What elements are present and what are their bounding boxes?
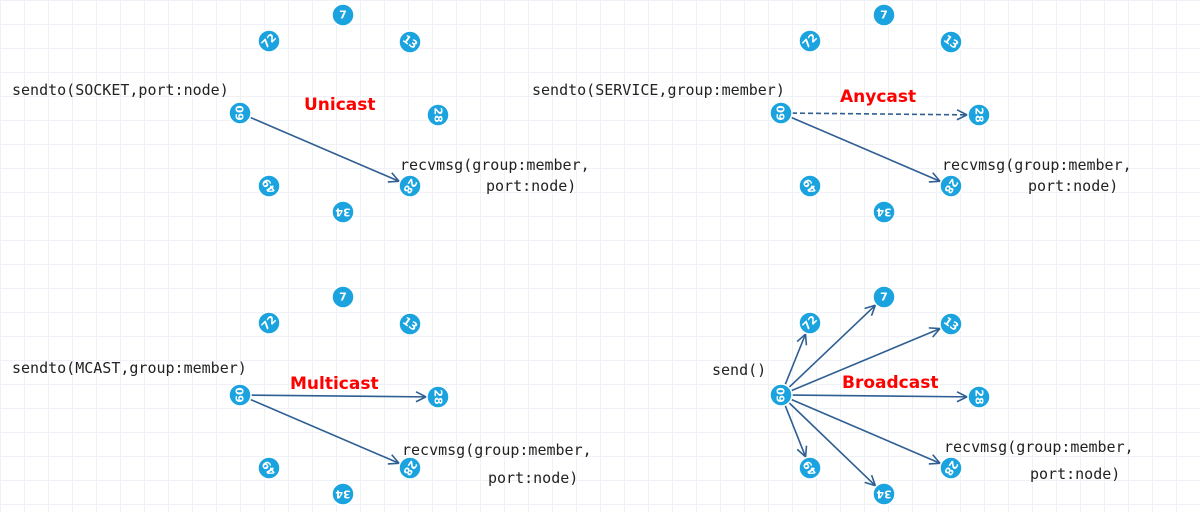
nodes-multicast: 7 13 28 28 34 49 60 72 — [228, 285, 450, 506]
svg-text:60: 60 — [775, 105, 788, 121]
anycast-node-49: 49 — [798, 174, 822, 198]
svg-text:60: 60 — [234, 387, 247, 403]
arrows-multicast — [249, 395, 426, 463]
svg-text:60: 60 — [234, 105, 247, 121]
multicast-node-34: 34 — [331, 482, 355, 506]
nodes-anycast: 7 13 28 28 34 49 60 72 — [769, 3, 991, 224]
nodes-broadcast: 7 13 28 28 34 49 60 72 — [769, 285, 991, 506]
unicast-recv-line2: port:node) — [486, 177, 576, 195]
multicast-arrow-60-to-28b — [249, 398, 399, 463]
svg-text:28: 28 — [973, 389, 986, 404]
svg-text:34: 34 — [876, 488, 892, 501]
svg-text:60: 60 — [775, 387, 788, 403]
unicast-send-call: sendto(SOCKET,port:node) — [12, 81, 229, 99]
arrows-anycast — [790, 113, 967, 181]
multicast-arrow-60-to-28a — [250, 395, 426, 397]
panel-anycast: 7 13 28 28 34 49 60 72 Anycast sendto(SERVICE,g… — [532, 3, 1132, 224]
anycast-recv-line2: port:node) — [1028, 177, 1118, 195]
unicast-arrow-60-to-28b — [249, 116, 399, 181]
panel-broadcast: 7 13 28 28 34 49 60 72 Broadcast send() recvmsg… — [712, 285, 1134, 506]
broadcast-node-34: 34 — [872, 482, 896, 506]
svg-text:34: 34 — [335, 488, 351, 501]
svg-text:34: 34 — [876, 206, 892, 219]
multicast-recv-line1: recvmsg(group:member, — [402, 441, 592, 459]
broadcast-arrow-60-to-72 — [784, 334, 805, 386]
svg-text:7: 7 — [339, 9, 347, 22]
broadcast-node-28-lower: 28 — [939, 456, 963, 480]
anycast-node-60: 60 — [769, 101, 793, 125]
anycast-node-72: 72 — [798, 29, 822, 53]
broadcast-arrow-60-to-13 — [790, 329, 940, 392]
anycast-node-28-upper: 28 — [967, 103, 991, 127]
multicast-node-72: 72 — [257, 311, 281, 335]
svg-text:7: 7 — [880, 9, 888, 22]
broadcast-arrow-60-to-28b — [790, 398, 940, 463]
broadcast-arrow-60-to-7 — [788, 305, 875, 388]
unicast-node-7: 7 — [331, 3, 355, 27]
broadcast-node-13: 13 — [939, 312, 963, 336]
svg-text:28: 28 — [432, 389, 445, 404]
anycast-node-13: 13 — [939, 30, 963, 54]
broadcast-recv-line2: port:node) — [1030, 465, 1120, 483]
unicast-node-13: 13 — [398, 30, 422, 54]
broadcast-arrow-60-to-28a — [791, 395, 967, 397]
arrows-unicast — [249, 116, 399, 181]
anycast-node-34: 34 — [872, 200, 896, 224]
multicast-node-13: 13 — [398, 312, 422, 336]
broadcast-arrow-60-to-34 — [788, 402, 875, 486]
broadcast-recv-line1: recvmsg(group:member, — [944, 438, 1134, 456]
anycast-arrow-60-to-28b — [790, 116, 940, 181]
panel-unicast: 7 13 28 28 34 49 60 72 Unicast sendto(SOCKET,po… — [12, 3, 590, 224]
broadcast-send-call: send() — [712, 361, 766, 379]
svg-text:28: 28 — [432, 107, 445, 122]
svg-text:7: 7 — [880, 291, 888, 304]
multicast-node-7: 7 — [331, 285, 355, 309]
broadcast-node-28-upper: 28 — [967, 385, 991, 409]
panel-multicast: 7 13 28 28 34 49 60 72 Multicast sendto(MCAST,g… — [12, 285, 592, 506]
unicast-node-60: 60 — [228, 101, 252, 125]
multicast-send-call: sendto(MCAST,group:member) — [12, 359, 247, 377]
unicast-node-28-upper: 28 — [426, 103, 450, 127]
broadcast-arrow-60-to-49 — [784, 404, 806, 457]
arrows-broadcast — [784, 305, 967, 486]
anycast-send-call: sendto(SERVICE,group:member) — [532, 81, 785, 99]
broadcast-title: Broadcast — [842, 373, 938, 393]
unicast-node-72: 72 — [257, 29, 281, 53]
anycast-title: Anycast — [840, 87, 916, 107]
multicast-node-49: 49 — [257, 456, 281, 480]
svg-text:34: 34 — [335, 206, 351, 219]
unicast-title: Unicast — [304, 95, 376, 115]
multicast-title: Multicast — [290, 374, 379, 394]
unicast-node-28-lower: 28 — [398, 174, 422, 198]
broadcast-node-72: 72 — [798, 311, 822, 335]
anycast-arrow-60-to-28a — [791, 113, 967, 115]
anycast-recv-line1: recvmsg(group:member, — [942, 156, 1132, 174]
svg-text:28: 28 — [973, 107, 986, 122]
unicast-recv-line1: recvmsg(group:member, — [400, 156, 590, 174]
nodes-unicast: 7 13 28 28 34 49 60 72 — [228, 3, 450, 224]
svg-text:7: 7 — [339, 291, 347, 304]
unicast-node-34: 34 — [331, 200, 355, 224]
anycast-node-28-lower: 28 — [939, 174, 963, 198]
multicast-node-60: 60 — [228, 383, 252, 407]
anycast-node-7: 7 — [872, 3, 896, 27]
multicast-node-28-upper: 28 — [426, 385, 450, 409]
multicast-node-28-lower: 28 — [398, 456, 422, 480]
broadcast-node-7: 7 — [872, 285, 896, 309]
broadcast-node-60: 60 — [769, 383, 793, 407]
unicast-node-49: 49 — [257, 174, 281, 198]
broadcast-node-49: 49 — [798, 456, 822, 480]
multicast-recv-line2: port:node) — [488, 469, 578, 487]
